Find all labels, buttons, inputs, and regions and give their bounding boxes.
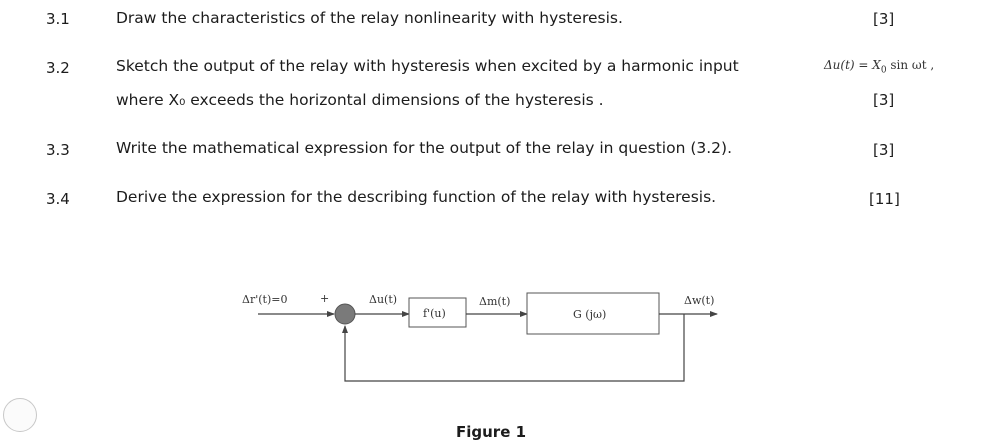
marks-3-1: [3]: [873, 10, 895, 28]
marks-3-3: [3]: [873, 141, 895, 159]
reference-label: Δr'(t)=0: [242, 293, 287, 306]
plant-label: G (jω): [573, 308, 606, 321]
question-number-3-1: 3.1: [46, 10, 70, 28]
question-number-3-2: 3.2: [46, 59, 70, 77]
plus-sign: +: [320, 292, 329, 305]
nonlinearity-block: [408, 297, 467, 328]
binder-hole: [3, 398, 37, 432]
question-text-3-3: Write the mathematical expression for th…: [116, 139, 732, 157]
question-text-3-2: Sketch the output of the relay with hyst…: [116, 57, 739, 75]
output-signal-label: Δw(t): [684, 294, 714, 307]
marks-3-4: [11]: [869, 190, 900, 208]
feedback-path: [342, 314, 685, 382]
question-number-3-4: 3.4: [46, 190, 70, 208]
figure-caption: Figure 1: [456, 423, 527, 441]
question-text-3-4: Derive the expression for the describing…: [116, 188, 717, 206]
question-text-3-2-line2: where X₀ exceeds the horizontal dimensio…: [116, 91, 604, 109]
summing-junction: [334, 303, 356, 325]
error-signal-label: Δu(t): [369, 293, 397, 306]
plant-block: [526, 292, 660, 335]
question-text-3-1: Draw the characteristics of the relay no…: [116, 9, 623, 27]
nonlinearity-label: f'(u): [423, 307, 446, 320]
intermediate-signal-label: Δm(t): [479, 295, 510, 308]
harmonic-input-formula: Δu(t) = X0 sin ωt ,: [824, 58, 935, 76]
marks-3-2: [3]: [873, 91, 895, 109]
question-number-3-3: 3.3: [46, 141, 70, 159]
